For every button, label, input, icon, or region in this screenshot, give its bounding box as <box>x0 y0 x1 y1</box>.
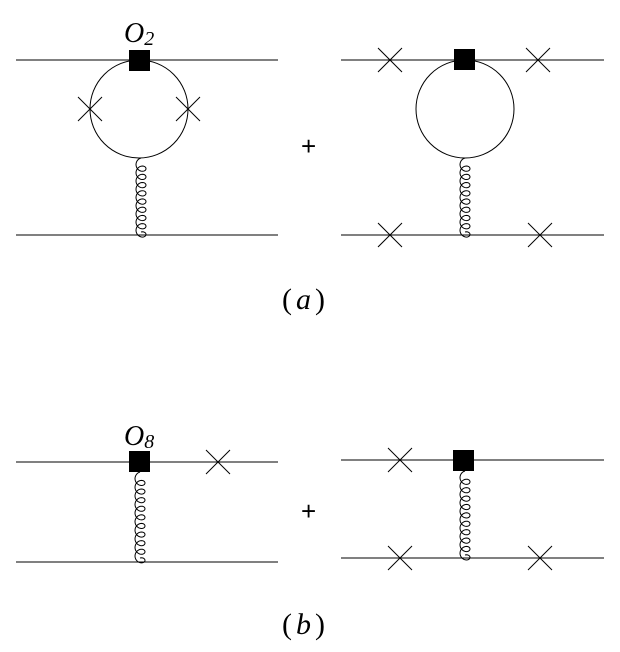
insertion-cross <box>527 545 553 571</box>
insertion-cross <box>77 96 103 122</box>
quark-loop <box>415 59 515 159</box>
operator-label-o8: O8 <box>124 421 154 453</box>
diagram-b-left: O8 <box>16 421 278 564</box>
diagram-a-left: O2 <box>16 18 278 238</box>
diagram-b-right <box>341 447 604 571</box>
gluon-propagator <box>135 157 147 238</box>
insertion-cross <box>377 47 403 73</box>
quark-loop <box>89 59 189 159</box>
operator-vertex <box>129 451 150 472</box>
insertion-cross <box>205 449 231 475</box>
insertion-cross <box>387 447 413 473</box>
gluon-propagator <box>459 470 471 561</box>
diagram-a-right <box>341 47 604 248</box>
caption-a: (a) <box>282 283 325 316</box>
operator-vertex <box>454 49 475 70</box>
insertion-cross <box>527 222 553 248</box>
operator-vertex <box>129 50 150 71</box>
gluon-propagator <box>459 157 471 238</box>
operator-vertex <box>453 450 474 471</box>
insertion-cross <box>175 96 201 122</box>
insertion-cross <box>377 222 403 248</box>
operator-label-o2: O2 <box>124 18 154 50</box>
panel-a: O2 + ( <box>16 18 604 316</box>
plus-sign: + <box>301 496 316 526</box>
panel-b: O8 + (b) <box>16 421 604 641</box>
insertion-cross <box>387 545 413 571</box>
plus-sign: + <box>301 131 316 161</box>
insertion-cross <box>525 47 551 73</box>
caption-b: (b) <box>282 608 325 641</box>
gluon-propagator <box>134 471 146 564</box>
